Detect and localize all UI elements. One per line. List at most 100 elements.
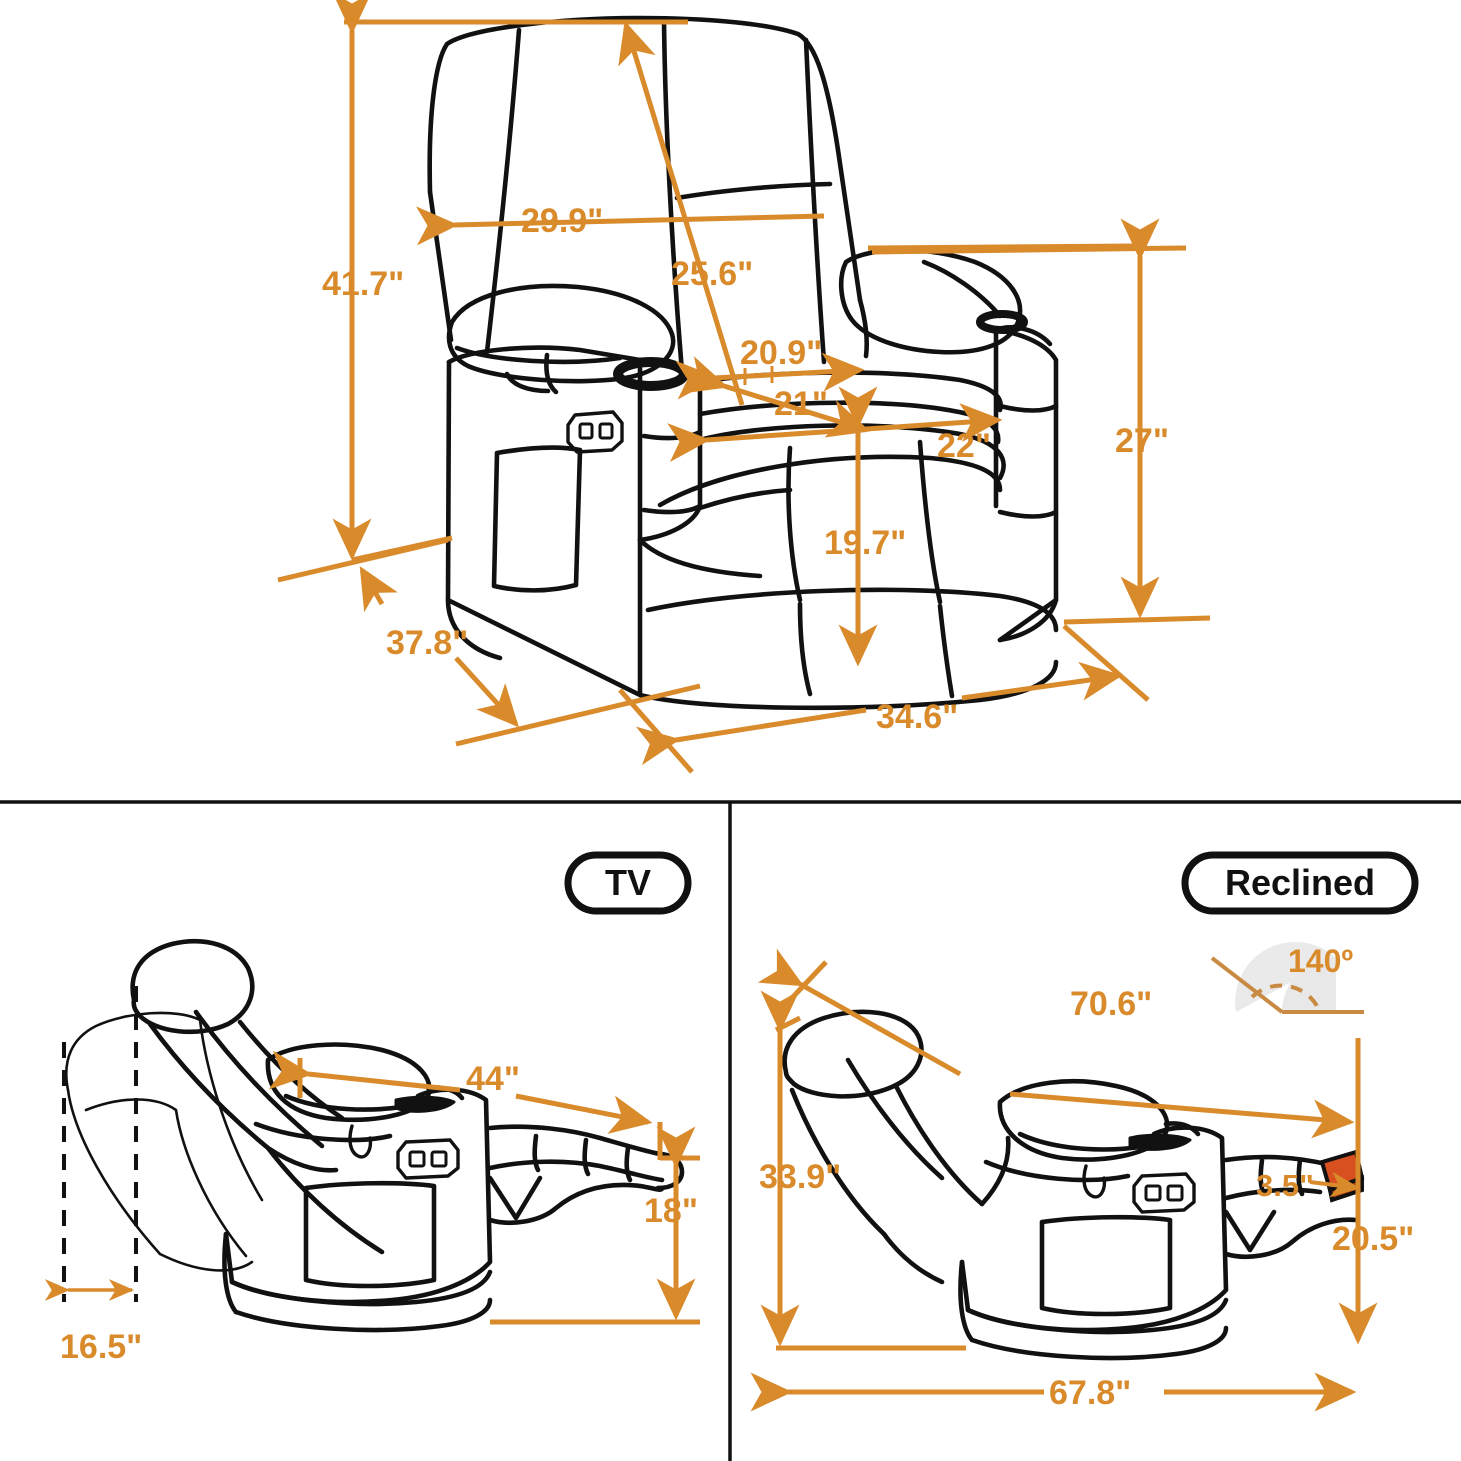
label-3-5: 3.5" — [1256, 1168, 1314, 1203]
dim-arrow-29-9 — [416, 206, 825, 246]
right-console-seam-b — [997, 509, 1059, 519]
rec-linkage-lower — [1223, 1217, 1359, 1259]
tv-power-icon — [430, 1150, 448, 1168]
seat-front-left — [637, 537, 763, 579]
label-backdrop-67-8 — [1044, 1374, 1164, 1408]
tv-footrest-mid — [487, 1159, 665, 1183]
panel-dividers — [0, 800, 1461, 1461]
label-20-9: 20.9" — [740, 334, 822, 372]
ghost-back-left — [66, 1088, 162, 1256]
ext-27-bottom — [1063, 615, 1211, 625]
dim-arrow-34-6-left — [635, 707, 867, 766]
power-port-icon — [598, 422, 614, 440]
left-armrest-tab — [504, 371, 551, 394]
label-33-9: 33.9" — [759, 1158, 841, 1196]
tv-headrest — [130, 939, 255, 1035]
tv-dashed-refs — [62, 986, 138, 1302]
rec-footrest-top — [1223, 1154, 1329, 1167]
left-armrest-inner-seam — [544, 352, 559, 395]
label-22: 22" — [937, 427, 991, 465]
label-34-6: 34.6" — [876, 698, 958, 736]
label-67-8: 67.8" — [1049, 1374, 1131, 1412]
tv-armrest-lower-edge — [253, 1121, 393, 1143]
ext-37-8-bottom — [455, 683, 701, 747]
rec-base-top — [965, 1297, 1229, 1335]
dimensions-front — [277, 0, 1211, 774]
rec-base-bottom — [969, 1325, 1229, 1361]
ghost-headrest-top — [65, 1011, 202, 1092]
dim-arrow-44-right — [515, 1093, 653, 1134]
dim-arrow-37-8-down — [454, 656, 520, 728]
dim-arrow-3-5 — [1309, 1171, 1361, 1198]
label-20-5: 20.5" — [1332, 1220, 1414, 1258]
reclined-chair-outline — [782, 1009, 1359, 1361]
tv-footrest-seam-2 — [582, 1137, 591, 1177]
tv-footrest-seam-1 — [532, 1133, 541, 1173]
dim-arrow-70-6-b — [1009, 1091, 1355, 1139]
rec-back-seam — [845, 1057, 945, 1181]
tv-footrest-seam-3 — [624, 1145, 633, 1183]
rec-usb-icon — [1144, 1184, 1162, 1202]
tv-chair-outline — [130, 939, 685, 1333]
seat-seam-v1 — [786, 445, 803, 603]
rec-footrest-mid — [1223, 1187, 1323, 1201]
left-armrest-pad — [446, 283, 676, 384]
label-25-6: 25.6" — [671, 255, 753, 293]
ghost-back-bottom — [158, 1252, 254, 1272]
dim-arrow-34-6-right — [961, 661, 1123, 701]
badge-tv-label: TV — [605, 862, 651, 903]
seat-seam-h — [697, 487, 793, 511]
label-29-9: 29.9" — [521, 202, 603, 240]
tv-side-pocket — [303, 1180, 437, 1289]
ext-line-20-9-right — [867, 243, 1137, 251]
rec-back-top-join — [979, 1135, 1011, 1207]
seat-seam-v4 — [937, 603, 955, 699]
dimensions-reclined — [750, 948, 1378, 1412]
label-140: 140º — [1288, 943, 1353, 979]
tv-base-bottom — [233, 1297, 493, 1333]
left-console-base — [445, 597, 643, 698]
rec-armrest-lower — [983, 1159, 1131, 1183]
angle-arc — [1250, 983, 1322, 1013]
badge-reclined-label: Reclined — [1225, 862, 1375, 903]
rec-cup-holder — [1128, 1133, 1192, 1151]
seat-base-front — [637, 659, 1059, 711]
rec-armrest-tip — [1163, 1121, 1201, 1137]
rec-power-icon — [1166, 1184, 1184, 1202]
label-41-7: 41.7" — [322, 265, 404, 303]
badge-tv-pill — [564, 851, 692, 915]
dim-arrow-25-6 — [618, 20, 745, 406]
rec-base-left — [958, 1259, 975, 1343]
tv-linkage-lower — [487, 1182, 643, 1225]
backrest-top-edge — [427, 15, 863, 303]
badge-reclined-pill — [1181, 851, 1419, 915]
backrest-cross-seam — [674, 181, 833, 201]
right-console-base — [997, 597, 1059, 643]
rec-back-mid — [893, 1083, 985, 1207]
tv-usb-icon — [408, 1150, 426, 1168]
angle-shade — [1282, 958, 1336, 1012]
tv-power-panel — [396, 1138, 460, 1180]
dim-arrow-37-8-up — [359, 566, 398, 613]
rec-footrest-seam-1 — [1258, 1157, 1267, 1197]
ext-37-8-top — [277, 537, 449, 583]
label-16-5: 16.5" — [60, 1328, 142, 1366]
right-console-outer — [993, 327, 1059, 643]
label-44: 44" — [466, 1060, 520, 1098]
seat-base-seam — [645, 587, 1059, 633]
label-27: 27" — [1115, 422, 1169, 460]
badge-tv: TV — [564, 851, 692, 915]
panel-reclined-mode: Reclined 140º — [750, 851, 1419, 1412]
rec-linkage-v — [1223, 1209, 1277, 1253]
tv-backrest-seam — [193, 1009, 325, 1149]
left-console-seam-b — [641, 503, 703, 515]
tv-backrest-base — [265, 1145, 385, 1255]
seat-seam-v3 — [797, 601, 813, 697]
panel-tv-mode: TV — [44, 851, 700, 1366]
rec-back-left — [789, 1087, 887, 1237]
tv-cup-holder — [394, 1095, 456, 1113]
dim-arrow-44-left — [268, 1050, 461, 1093]
side-pocket — [491, 445, 583, 593]
tv-backrest-lower — [147, 1021, 339, 1173]
